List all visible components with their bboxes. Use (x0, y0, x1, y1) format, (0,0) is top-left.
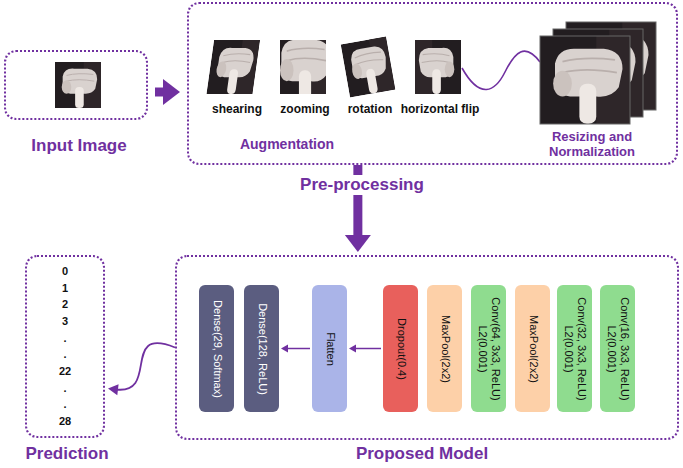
class-index: . (63, 348, 66, 361)
class-index: 1 (62, 282, 68, 295)
arrowhead (281, 345, 288, 353)
input-frame: Input Image (4, 50, 148, 120)
class-index: . (63, 332, 66, 345)
stage-label: Augmentation (240, 136, 334, 152)
flow-arrow (349, 345, 381, 353)
flatten-layer: Flatten (312, 285, 347, 412)
conv-layer: Conv(16, 3x3, ReLU) L2(0.001) (600, 285, 635, 412)
augmentation-caption: rotation (348, 102, 393, 116)
maxpool-layer: MaxPool(2x2) (427, 285, 462, 412)
wavy-link (462, 51, 540, 89)
class-index: 28 (59, 415, 71, 428)
rotated-photo (341, 36, 396, 97)
flipped-photo (415, 40, 461, 94)
arrow-line (287, 348, 310, 350)
class-index: 2 (62, 298, 68, 311)
maxpool-layer: MaxPool(2x2) (515, 285, 550, 412)
arrow-line (116, 343, 175, 390)
conv-layer: Conv(32, 3x3, ReLU) L2(0.001) (557, 285, 592, 412)
class-index: . (63, 398, 66, 411)
layer-label: Flatten (323, 289, 336, 408)
arrowhead (345, 235, 371, 252)
layer-label: Conv(32, 3x3, ReLU) L2(0.001) (562, 289, 588, 408)
layer-label: Dense(29, Softmax) (210, 289, 223, 408)
layer-label: MaxPool(2x2) (526, 289, 539, 408)
class-index: 22 (59, 365, 71, 378)
augmentation-caption: shearing (212, 102, 262, 116)
arrowhead (349, 345, 356, 353)
augmentation-caption: horizontal flip (401, 102, 480, 116)
flow-arrow (108, 343, 175, 395)
augmentation-caption: zooming (280, 102, 329, 116)
section-heading: Proposed Model (352, 444, 492, 464)
conv-layer: Conv(64, 3x3, ReLU) L2(0.001) (471, 285, 506, 412)
dropout-layer: Dropout(0.4) (383, 285, 418, 412)
dense-layer: Dense(128, ReLU) (244, 285, 279, 412)
section-heading: Input Image (27, 136, 130, 156)
layer-label: Dropout(0.4) (394, 289, 407, 408)
arrowhead (163, 79, 180, 105)
layer-label: Dense(128, ReLU) (255, 289, 268, 408)
image-stack (540, 22, 656, 124)
input-photo (55, 62, 101, 108)
class-index: 0 (62, 265, 68, 278)
stage-label: Resizing and Normalization (532, 129, 652, 159)
prediction-frame: 0123..22..28Prediction (25, 255, 105, 438)
layer-label: MaxPool(2x2) (438, 289, 451, 408)
model-frame: Proposed ModelDense(29, Softmax)Dense(12… (175, 255, 679, 440)
class-index: . (63, 382, 66, 395)
class-index: 3 (62, 315, 68, 328)
arrow-line (355, 348, 381, 350)
flow-arrow (155, 79, 180, 105)
flow-arrow (281, 345, 310, 353)
section-heading: Pre-processing (296, 175, 428, 195)
sheared-photo (206, 40, 260, 94)
section-heading: Prediction (21, 444, 112, 464)
preprocessing-frame: shearing zooming rotation horizontal flipAu… (187, 2, 678, 165)
zoomed-photo (271, 29, 336, 105)
dense-layer: Dense(29, Softmax) (199, 285, 234, 412)
layer-label: Conv(16, 3x3, ReLU) L2(0.001) (605, 289, 631, 408)
class-list: 0 1 2 3.. 22.. 28 (27, 265, 103, 428)
arrowhead (108, 384, 119, 395)
layer-label: Conv(64, 3x3, ReLU) L2(0.001) (476, 289, 502, 408)
